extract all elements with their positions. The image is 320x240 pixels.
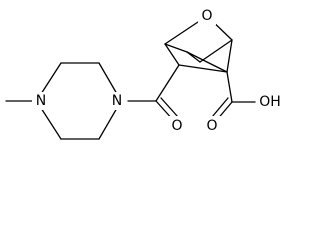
ring-bond-n4-c5 <box>98 107 118 140</box>
cage-bond-c6-right <box>199 39 233 63</box>
piperazine-ring <box>40 62 118 140</box>
ring-bond-n1-c2 <box>40 62 62 95</box>
bridge-oxygen-label: O <box>201 8 212 24</box>
cage-bond-left-back <box>164 43 188 53</box>
cage-bond-c3-right <box>226 39 233 73</box>
amide-nitrogen-label: N <box>112 93 122 109</box>
carboxyl-oxygen-label: O <box>206 118 217 134</box>
cage-bond-c2-c3 <box>178 64 228 73</box>
methyl-nitrogen-label: N <box>36 93 46 109</box>
carboxyl-double-bond-2 <box>211 97 229 118</box>
carbonyl-to-cage-bond <box>155 64 180 102</box>
hydroxyl-label: OH <box>259 94 281 110</box>
cage-bond-left-to-c2 <box>164 43 180 66</box>
cage-bond-back-to-c3 <box>186 51 228 73</box>
carbonyl-oxygen-label: O <box>171 118 182 134</box>
cage-to-carboxyl-bond <box>226 71 233 103</box>
carbonyl-double-bond-2 <box>160 97 179 118</box>
chemical-structure-diagram: O N N O O OH <box>5 7 286 140</box>
carboxylic-acid-group <box>211 71 256 122</box>
amide-linker <box>127 64 180 122</box>
ring-bond-c3-n4 <box>98 62 118 95</box>
ring-bond-c6-n1 <box>40 107 62 140</box>
atom-labels: O N N O O OH <box>32 7 286 134</box>
